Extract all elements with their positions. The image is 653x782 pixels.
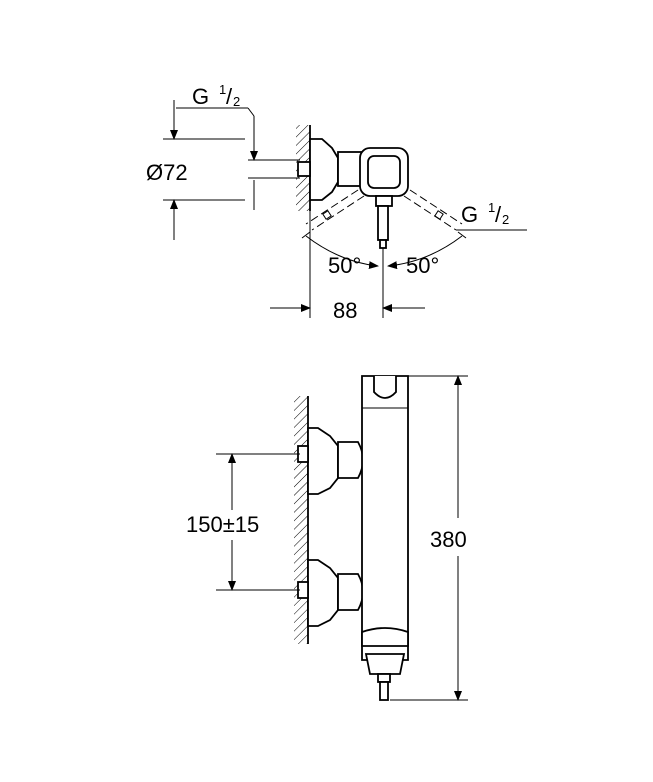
angle-right-label: 50° (406, 253, 439, 278)
inlet-left-numerator: 1 (219, 82, 226, 97)
top-view: G 1 / 2 Ø72 (146, 82, 527, 323)
diameter-label: Ø72 (146, 160, 188, 185)
thermostat-body (361, 375, 409, 701)
lower-connection (297, 559, 364, 627)
height-label: 380 (430, 527, 467, 552)
spacing-dimension (216, 453, 300, 591)
inlet-left-slash: / (226, 84, 233, 109)
front-view: 150±15 380 (186, 375, 468, 701)
depth-label: 88 (333, 298, 357, 323)
inlet-right-numerator: 1 (488, 200, 495, 215)
handle-top-view (359, 147, 409, 249)
upper-connection (297, 427, 364, 495)
angle-left-label: 50° (328, 253, 361, 278)
inlet-right-slash: / (495, 202, 502, 227)
inlet-right-denominator: 2 (502, 212, 509, 227)
connection-top-view (297, 138, 363, 201)
inlet-angle-lines (305, 189, 463, 231)
height-dimension (390, 375, 468, 701)
wall-hatching-front (294, 396, 309, 644)
inlet-left-denominator: 2 (233, 94, 240, 109)
spacing-label: 150±15 (186, 512, 259, 537)
inlet-right-letter: G (461, 202, 478, 227)
angle-arcs (301, 231, 467, 270)
depth-dimension (270, 211, 425, 318)
inlet-left-letter: G (192, 84, 209, 109)
inlet-thread-dimension-left (163, 100, 300, 240)
